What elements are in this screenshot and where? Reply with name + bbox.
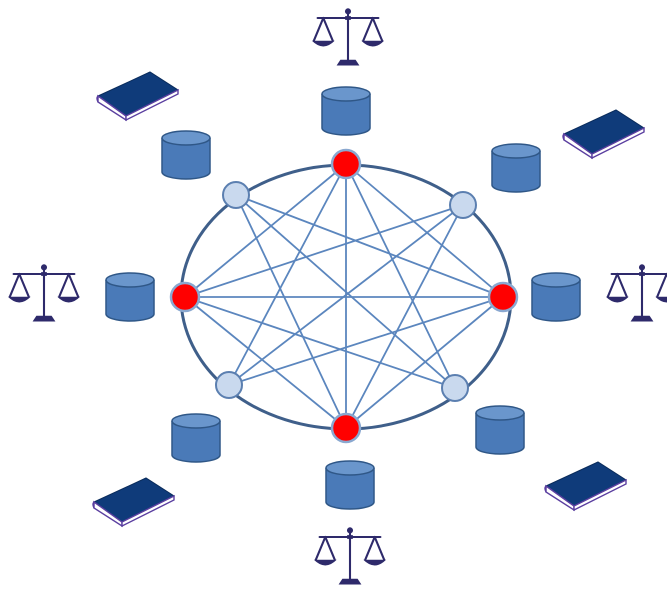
database-icon [321, 86, 371, 136]
database-icon [171, 413, 221, 463]
mesh-line [228, 296, 504, 386]
database-icon [491, 143, 541, 193]
mesh-line [184, 296, 347, 429]
mesh-line [184, 163, 347, 298]
mesh-line [235, 194, 347, 429]
red-node-icon [487, 281, 519, 313]
red-node-icon [169, 281, 201, 313]
database-icon [475, 405, 525, 455]
database-icon [161, 130, 211, 180]
scales-of-justice-icon [312, 526, 388, 586]
scales-of-justice-icon [310, 7, 386, 67]
mesh-line [235, 194, 456, 389]
peer-nodes [215, 181, 477, 402]
book-icon [92, 477, 175, 527]
database-icon [325, 460, 375, 510]
red-node-icon [330, 148, 362, 180]
scales-of-justice-icon [604, 263, 667, 323]
database-icon [531, 272, 581, 322]
book-icon [96, 71, 179, 121]
mesh-connections [184, 163, 504, 429]
book-icon [544, 461, 627, 511]
mesh-line [228, 204, 464, 386]
database-icon [105, 272, 155, 322]
mesh-line [235, 194, 504, 298]
mesh-line [345, 163, 456, 389]
mesh-line [345, 163, 504, 298]
mesh-line [184, 296, 456, 389]
light-node-icon [215, 371, 243, 399]
light-node-icon [441, 374, 469, 402]
mesh-line [228, 163, 347, 386]
mesh-line [345, 204, 464, 429]
red-node-icon [330, 412, 362, 444]
mesh-line [184, 204, 464, 298]
mesh-line [345, 296, 504, 429]
light-node-icon [222, 181, 250, 209]
scales-of-justice-icon [6, 263, 82, 323]
consensus-nodes [169, 148, 519, 444]
book-icon [562, 109, 645, 159]
light-node-icon [449, 191, 477, 219]
